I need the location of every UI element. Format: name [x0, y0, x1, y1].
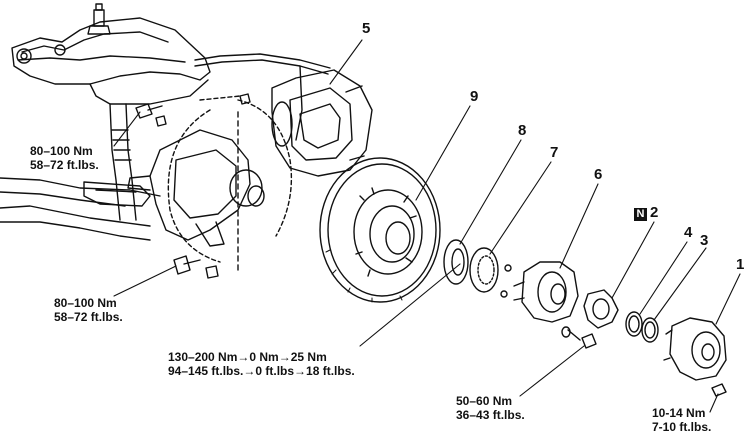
steering-knuckle [127, 129, 265, 247]
torque-spec-hub-bolt: 50–60 Nm 36–43 ft.lbs. [456, 394, 525, 422]
wheel-hub [500, 261, 579, 323]
brake-caliper [271, 69, 373, 177]
torque-nm: 50–60 Nm [456, 394, 513, 408]
hub-bolt [561, 326, 597, 349]
shock-absorber [109, 103, 137, 221]
leader-lines [113, 39, 741, 413]
torque-nm: 80–100 Nm [30, 144, 93, 158]
callout-1: 1 [736, 256, 745, 273]
torque-ftlbs: 58–72 ft.lbs. [30, 158, 99, 172]
torque-ftlbs: 36–43 ft.lbs. [456, 408, 525, 422]
small-nuts [155, 93, 251, 279]
hub-gasket [583, 289, 619, 329]
new-part-badge: N [634, 208, 647, 221]
upper-control-arm [11, 17, 211, 105]
bearing-spacer [469, 247, 499, 293]
lower-frame [0, 177, 161, 241]
callout-9: 9 [470, 88, 479, 105]
brake-disc [319, 157, 441, 303]
torque-spec-hub-nut: 130–200 Nm→0 Nm→25 Nm 94–145 ft.lbs.→0 f… [168, 350, 355, 378]
callout-7: 7 [550, 144, 559, 161]
torque-spec-upper-left: 80–100 Nm 58–72 ft.lbs. [30, 144, 99, 172]
callout-4: 4 [684, 224, 693, 241]
snap-ring [625, 311, 643, 337]
torque-ftlbs: 58–72 ft.lbs. [54, 310, 123, 324]
torque-nm: 130–200 Nm→0 Nm→25 Nm [168, 350, 327, 364]
callout-2: 2 [650, 204, 659, 221]
torque-spec-lower-left: 80–100 Nm 58–72 ft.lbs. [54, 296, 123, 324]
torque-ftlbs: 7-10 ft.lbs. [652, 420, 712, 434]
brake-line [194, 53, 331, 141]
oil-seal-ring [443, 239, 469, 285]
knuckle-bolt-upper [135, 103, 163, 119]
callout-5: 5 [362, 20, 371, 37]
torque-spec-cap-bolt: 10-14 Nm 7-10 ft.lbs. [652, 406, 711, 434]
thrust-washer [641, 317, 659, 343]
dust-shield [167, 95, 293, 271]
callout-6: 6 [594, 166, 603, 183]
hub-cap [663, 317, 727, 381]
knuckle-bolt-lower [173, 255, 201, 275]
torque-nm: 10-14 Nm [652, 406, 706, 420]
torque-nm: 80–100 Nm [54, 296, 117, 310]
callout-3: 3 [700, 232, 709, 249]
torque-ftlbs: 94–145 ft.lbs.→0 ft.lbs→18 ft.lbs. [168, 364, 355, 378]
hub-cap-bolt [711, 383, 727, 397]
callout-8: 8 [518, 122, 527, 139]
upper-ball-joint [87, 3, 111, 35]
